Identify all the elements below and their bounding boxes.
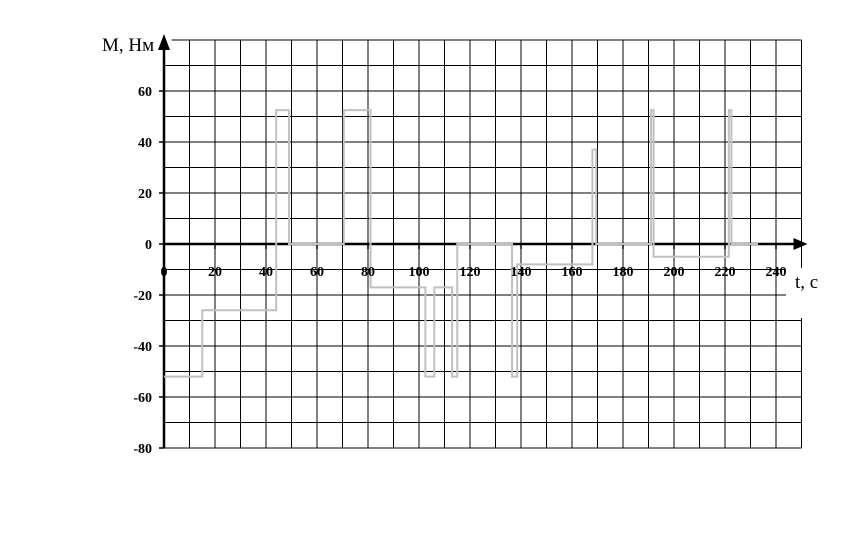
x-tick-label: 60 bbox=[310, 265, 324, 280]
x-tick-label: 0 bbox=[161, 265, 168, 280]
x-tick-label: 140 bbox=[511, 265, 532, 280]
y-tick-label: -60 bbox=[133, 391, 152, 406]
y-tick-label: -20 bbox=[133, 289, 152, 304]
x-tick-label: 100 bbox=[409, 265, 430, 280]
x-tick-label: 120 bbox=[460, 265, 481, 280]
y-tick-label: 0 bbox=[145, 238, 152, 253]
x-axis-arrow-icon bbox=[793, 238, 808, 250]
y-tick-label: -80 bbox=[133, 442, 152, 457]
axes bbox=[158, 34, 808, 449]
series-line bbox=[164, 109, 759, 378]
x-tick-label: 220 bbox=[715, 265, 736, 280]
y-tick-label: 20 bbox=[138, 187, 152, 202]
y-tick-label: 60 bbox=[138, 85, 152, 100]
x-tick-label: 20 bbox=[208, 265, 222, 280]
xlabel-background bbox=[786, 268, 844, 318]
x-tick-label: 40 bbox=[259, 265, 273, 280]
y-axis-label: M, Hм bbox=[102, 35, 154, 56]
x-tick-label: 180 bbox=[613, 265, 634, 280]
x-tick-label: 200 bbox=[664, 265, 685, 280]
y-tick-label: 40 bbox=[138, 136, 152, 151]
series bbox=[164, 109, 759, 378]
y-tick-label: -40 bbox=[133, 340, 152, 355]
x-tick-label: 160 bbox=[562, 265, 583, 280]
x-axis-label: t, c bbox=[795, 272, 818, 293]
x-tick-label: 240 bbox=[766, 265, 787, 280]
x-tick-label: 80 bbox=[361, 265, 375, 280]
y-axis-arrow-icon bbox=[158, 34, 170, 50]
